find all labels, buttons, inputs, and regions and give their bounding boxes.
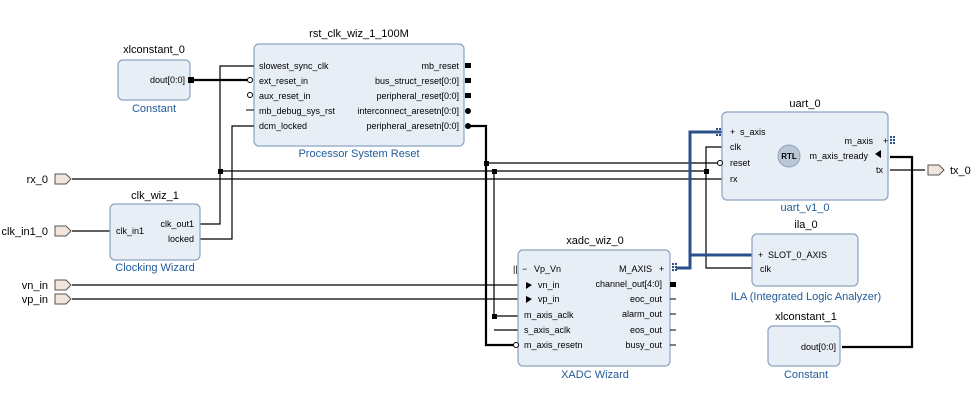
pin-label: vn_in bbox=[22, 280, 48, 292]
pin-label: peripheral_aresetn[0:0] bbox=[366, 121, 459, 131]
block-type: uart_v1_0 bbox=[781, 202, 830, 214]
pin-label: locked bbox=[168, 234, 194, 244]
arrow-right-icon bbox=[526, 282, 532, 289]
external-port-clk-in1[interactable]: clk_in1_0 bbox=[2, 225, 72, 238]
block-name: xadc_wiz_0 bbox=[566, 235, 623, 247]
block-name: rst_clk_wiz_1_100M bbox=[309, 28, 409, 40]
block-type: Processor System Reset bbox=[298, 148, 419, 160]
wires bbox=[72, 65, 925, 349]
pin-label: aux_reset_in bbox=[259, 91, 311, 101]
pin-label: bus_struct_reset[0:0] bbox=[375, 76, 459, 86]
pin-label: dout[0:0] bbox=[150, 75, 185, 85]
block-uart-0[interactable]: uart_0 + s_axis clk reset rx RTL m_axis … bbox=[716, 98, 895, 214]
wire-clk-out1[interactable] bbox=[200, 65, 254, 225]
axi-stream-bus[interactable] bbox=[676, 130, 752, 270]
bus-grid-icon bbox=[716, 128, 895, 144]
block-type: Constant bbox=[132, 103, 176, 115]
plus-icon[interactable]: + bbox=[730, 127, 735, 137]
bus-bar-icon: || bbox=[513, 264, 518, 274]
block-xadc-wiz-0[interactable]: xadc_wiz_0 || − Vp_Vn vn_in vp_in m_axis… bbox=[513, 235, 677, 381]
block-name: xlconstant_0 bbox=[123, 44, 185, 56]
pin-label: s_axis_aclk bbox=[524, 325, 571, 335]
plus-icon[interactable]: + bbox=[883, 136, 888, 146]
block-clk-wiz-1[interactable]: clk_wiz_1 clk_in1 clk_out1 locked Clocki… bbox=[109, 190, 201, 274]
block-name: xlconstant_1 bbox=[775, 311, 837, 323]
pin-label: peripheral_reset[0:0] bbox=[376, 91, 459, 101]
pin-label: vn_in bbox=[538, 280, 560, 290]
block-ila-0[interactable]: ila_0 + SLOT_0_AXIS clk ILA (Integrated … bbox=[731, 219, 881, 303]
block-name: clk_wiz_1 bbox=[131, 190, 179, 202]
bus-grid-icon bbox=[672, 263, 677, 271]
pin-label: vp_in bbox=[22, 294, 48, 306]
pin-label: SLOT_0_AXIS bbox=[768, 250, 827, 260]
pin-label: alarm_out bbox=[622, 309, 663, 319]
pin-label: tx_0 bbox=[950, 165, 971, 177]
pin-label: rx bbox=[730, 174, 738, 184]
pin-label: dout[0:0] bbox=[801, 342, 836, 352]
pin-label: reset bbox=[730, 158, 751, 168]
block-name: ila_0 bbox=[794, 219, 817, 231]
pin-label: channel_out[4:0] bbox=[595, 279, 662, 289]
pin-label: m_axis bbox=[844, 136, 873, 146]
arrow-left-icon bbox=[875, 150, 881, 158]
block-proc-sys-reset[interactable]: rst_clk_wiz_1_100M slowest_sync_clk ext_… bbox=[246, 28, 471, 160]
external-port-tx[interactable]: tx_0 bbox=[927, 164, 971, 177]
wire-junctions bbox=[218, 161, 709, 319]
external-port-rx[interactable]: rx_0 bbox=[27, 173, 72, 186]
pin-label: tx bbox=[876, 165, 884, 175]
wire-aresetn-xadc[interactable] bbox=[470, 124, 522, 347]
pin-label: clk_in1 bbox=[116, 226, 144, 236]
pin-label: clk_in1_0 bbox=[2, 226, 48, 238]
plus-icon[interactable]: + bbox=[659, 264, 664, 274]
pin-label: interconnect_aresetn[0:0] bbox=[357, 106, 459, 116]
pin-label: RTL bbox=[781, 152, 797, 161]
block-xlconstant-1[interactable]: xlconstant_1 dout[0:0] Constant bbox=[767, 311, 841, 381]
pin-label: clk bbox=[730, 142, 741, 152]
wire-clk-ila[interactable] bbox=[705, 171, 754, 269]
pin-label: ext_reset_in bbox=[259, 76, 308, 86]
arrow-right-icon bbox=[526, 296, 532, 303]
external-port-vp-in[interactable]: vp_in bbox=[22, 293, 72, 306]
pin-label: mb_debug_sys_rst bbox=[259, 106, 336, 116]
pin-label: s_axis bbox=[740, 127, 766, 137]
pin-label: mb_reset bbox=[421, 61, 459, 71]
pin-label: dcm_locked bbox=[259, 121, 307, 131]
pin-label: eos_out bbox=[630, 325, 663, 335]
block-type: XADC Wizard bbox=[561, 369, 629, 381]
pin-label: clk_out1 bbox=[160, 219, 194, 229]
wire-tready[interactable] bbox=[842, 155, 914, 349]
block-name: uart_0 bbox=[789, 98, 820, 110]
pin-label: rx_0 bbox=[27, 174, 48, 186]
plus-icon[interactable]: + bbox=[758, 250, 763, 260]
block-xlconstant-0[interactable]: xlconstant_0 dout[0:0] Constant bbox=[117, 44, 194, 115]
pin-label: slowest_sync_clk bbox=[259, 61, 329, 71]
pin-label: m_axis_resetn bbox=[524, 340, 583, 350]
pin-label: m_axis_tready bbox=[809, 151, 868, 161]
block-type: Constant bbox=[784, 369, 828, 381]
pin-label: Vp_Vn bbox=[534, 264, 561, 274]
block-type: ILA (Integrated Logic Analyzer) bbox=[731, 291, 881, 303]
pin-label: M_AXIS bbox=[619, 264, 652, 274]
external-port-vn-in[interactable]: vn_in bbox=[22, 279, 72, 292]
wire-clk-uart[interactable] bbox=[220, 146, 724, 172]
minus-icon[interactable]: − bbox=[522, 264, 527, 274]
pin-label: busy_out bbox=[625, 340, 662, 350]
rtl-logo-icon: RTL bbox=[777, 144, 801, 168]
pin-label: vp_in bbox=[538, 294, 560, 304]
wire-locked[interactable] bbox=[200, 125, 254, 240]
pin-label: eoc_out bbox=[630, 294, 663, 304]
block-type: Clocking Wizard bbox=[115, 262, 194, 274]
pin-label: clk bbox=[760, 264, 771, 274]
pin-label: m_axis_aclk bbox=[524, 310, 574, 320]
